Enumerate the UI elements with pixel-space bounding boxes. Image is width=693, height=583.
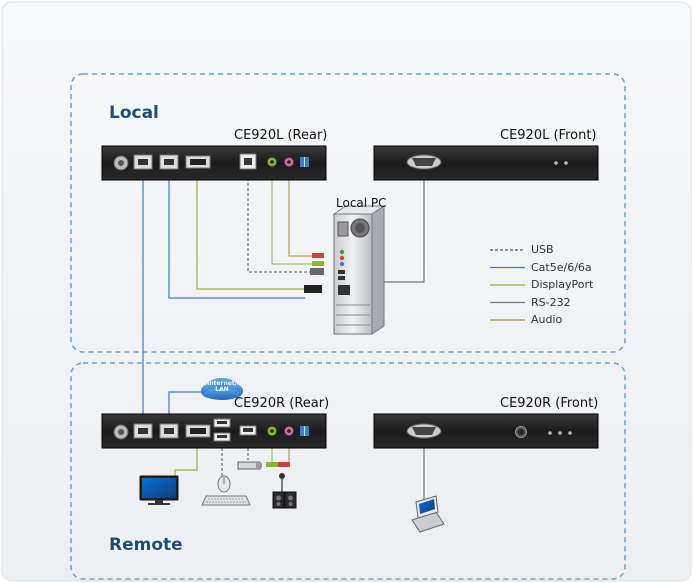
dip-switch-icon bbox=[300, 157, 309, 167]
ce920l-rear-title: CE920L (Rear) bbox=[234, 128, 328, 143]
legend-label: Audio bbox=[531, 313, 563, 326]
audio-in-cable bbox=[288, 170, 314, 257]
usb-b-port-icon bbox=[239, 153, 257, 170]
legend-swatches bbox=[490, 249, 525, 321]
audio-plug-icon bbox=[312, 261, 324, 266]
mouse-icon bbox=[217, 475, 231, 493]
led-icon bbox=[564, 161, 568, 165]
displayport-remote-cable bbox=[174, 448, 198, 476]
usb-a-plug-icon bbox=[310, 268, 324, 275]
push-button-icon bbox=[515, 426, 527, 438]
speaker-icon bbox=[272, 491, 297, 509]
audio-jack-icon bbox=[284, 157, 294, 167]
db9-serial-port-icon bbox=[406, 423, 442, 439]
legend-label: DisplayPort bbox=[531, 278, 594, 291]
displayport-local-cable bbox=[196, 168, 305, 290]
legend-label: Cat5e/6/6a bbox=[531, 260, 592, 274]
cloud-label: Internet/ LAN bbox=[207, 380, 237, 393]
ce920r-front-title: CE920R (Front) bbox=[500, 396, 599, 411]
keyboard-icon bbox=[201, 495, 251, 506]
pc-tower-icon bbox=[332, 205, 386, 335]
monitor-icon bbox=[139, 475, 179, 505]
ce920r-rear-unit bbox=[101, 413, 327, 449]
microphone-icon bbox=[279, 473, 285, 492]
db9-serial-port-icon bbox=[406, 154, 442, 170]
remote-panel bbox=[70, 362, 626, 580]
rj45-port-icon bbox=[133, 154, 153, 170]
displayport-port-icon bbox=[185, 424, 211, 438]
local-section-title: Local bbox=[109, 103, 159, 123]
ce920l-front-title: CE920L (Front) bbox=[500, 128, 597, 143]
led-icon bbox=[548, 431, 552, 435]
audio-plug-icon bbox=[312, 253, 324, 258]
rj45-port-icon bbox=[159, 423, 179, 439]
audio-plugs-icon bbox=[266, 462, 290, 467]
local-panel bbox=[70, 73, 626, 353]
ground-screw-icon bbox=[113, 155, 129, 171]
usb-a-plug-icon bbox=[237, 461, 262, 470]
usb-a-port-icon bbox=[239, 425, 257, 436]
touch-terminal-icon bbox=[411, 495, 445, 533]
local-pc-label: Local PC bbox=[336, 196, 387, 210]
cloud-icon bbox=[201, 378, 243, 400]
legend-label: RS-232 bbox=[531, 295, 571, 309]
ce920l-front-unit bbox=[373, 145, 599, 181]
led-icon bbox=[554, 161, 558, 165]
ground-screw-icon bbox=[113, 424, 129, 440]
led-icon bbox=[558, 431, 562, 435]
audio-jack-icon bbox=[267, 157, 277, 167]
displayport-plug-icon bbox=[304, 285, 322, 293]
cat5-local-pc-cable bbox=[168, 168, 305, 299]
legend-label: USB bbox=[531, 243, 554, 256]
ce920r-rear-title: CE920R (Rear) bbox=[234, 396, 330, 411]
displayport-port-icon bbox=[185, 155, 211, 169]
ce920r-front-unit bbox=[373, 413, 599, 449]
rj45-port-icon bbox=[159, 154, 179, 170]
dip-switch-icon bbox=[300, 426, 309, 436]
usb-a-port-icon bbox=[213, 432, 231, 442]
ce920l-rear-unit bbox=[101, 145, 327, 181]
audio-out-cable bbox=[271, 170, 314, 265]
usb-a-port-icon bbox=[213, 418, 231, 428]
rj45-port-icon bbox=[133, 423, 153, 439]
remote-section-title: Remote bbox=[109, 535, 183, 555]
audio-jack-icon bbox=[267, 426, 277, 436]
audio-jack-icon bbox=[284, 426, 294, 436]
led-icon bbox=[568, 431, 572, 435]
